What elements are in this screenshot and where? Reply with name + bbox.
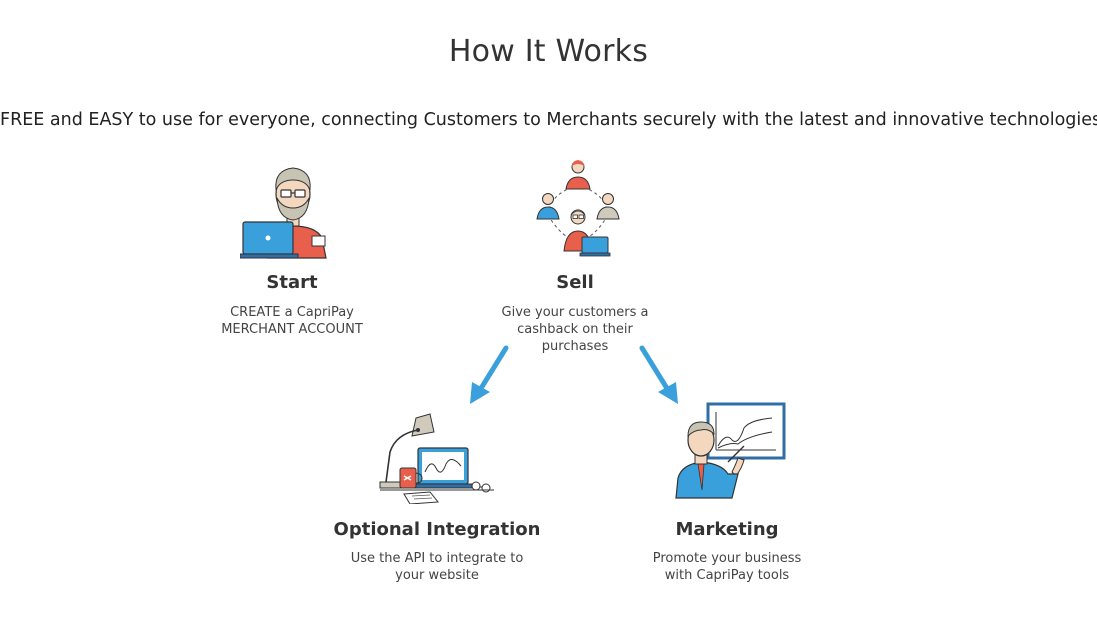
step-desc-sell: Give your customers a cashback on their … — [501, 305, 649, 354]
developer-laptop-illustration — [240, 167, 327, 259]
customer-network-illustration — [536, 160, 620, 257]
arrow-down-left-icon — [470, 345, 509, 404]
step-title-sell: Sell — [556, 272, 594, 293]
arrow-down-right-icon — [639, 345, 678, 404]
desk-workspace-illustration — [379, 413, 494, 504]
step-desc-start: CREATE a CapriPay MERCHANT ACCOUNT — [221, 305, 363, 337]
step-title-integration: Optional Integration — [333, 519, 541, 540]
step-title-start: Start — [266, 272, 318, 293]
tagline: FREE and EASY to use for everyone, conne… — [0, 110, 1097, 130]
step-desc-integration: Use the API to integrate to your website — [350, 551, 524, 583]
page-title: How It Works — [448, 34, 649, 69]
presenter-chart-illustration — [675, 402, 786, 499]
step-desc-marketing: Promote your business with CapriPay tool… — [652, 551, 802, 583]
step-title-marketing: Marketing — [675, 519, 779, 540]
